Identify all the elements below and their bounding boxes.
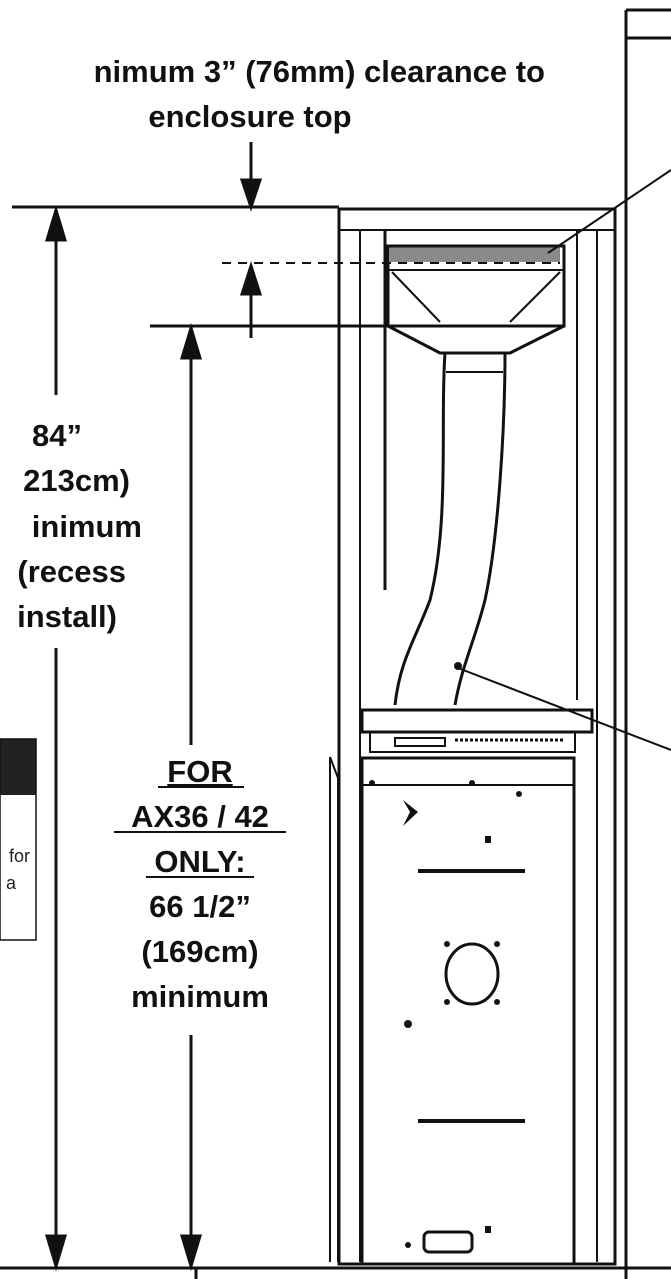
right-wall bbox=[624, 8, 671, 1279]
height-84-line4: (recess bbox=[17, 554, 126, 589]
appliance-fasteners bbox=[369, 780, 522, 1248]
note-box: for a bbox=[0, 738, 37, 941]
ax-line6: minimum bbox=[131, 979, 269, 1014]
height-84-label: 84” 213cm) inimum (recess install) bbox=[17, 418, 142, 634]
ax-line4: 66 1/2” bbox=[149, 889, 251, 924]
plenum-hood bbox=[386, 244, 566, 355]
flex-duct bbox=[393, 352, 507, 706]
clearance-label-line1: nimum 3” (76mm) clearance to bbox=[94, 54, 545, 89]
height-84-line5: install) bbox=[17, 599, 117, 634]
ax-line5: (169cm) bbox=[141, 934, 258, 969]
leader-line-duct bbox=[457, 667, 671, 751]
height-84-line2: 213cm) bbox=[23, 463, 130, 498]
appliance-body bbox=[360, 756, 576, 1266]
ax-dimension-label: FOR AX36 / 42 ONLY: 66 1/2” (169cm) mini… bbox=[114, 754, 286, 1014]
ax-line3: ONLY: bbox=[154, 844, 245, 879]
note-text-a: a bbox=[6, 873, 17, 893]
note-text-for: for bbox=[9, 846, 30, 866]
clearance-shaded-gap bbox=[390, 247, 560, 262]
dimension-84-arrow bbox=[44, 204, 68, 1272]
clearance-label-line2: enclosure top bbox=[148, 99, 351, 134]
dimension-66-arrow bbox=[179, 322, 203, 1272]
appliance-side-panel bbox=[329, 756, 339, 1262]
height-84-line3: inimum bbox=[32, 509, 142, 544]
ax-line2: AX36 / 42 bbox=[131, 799, 269, 834]
ax-line1: FOR bbox=[167, 754, 232, 789]
shelf bbox=[360, 708, 594, 753]
clearance-up-arrow bbox=[239, 261, 263, 338]
leader-line-top bbox=[547, 169, 671, 254]
height-84-line1: 84” bbox=[32, 418, 82, 453]
clearance-down-arrow bbox=[239, 142, 263, 212]
